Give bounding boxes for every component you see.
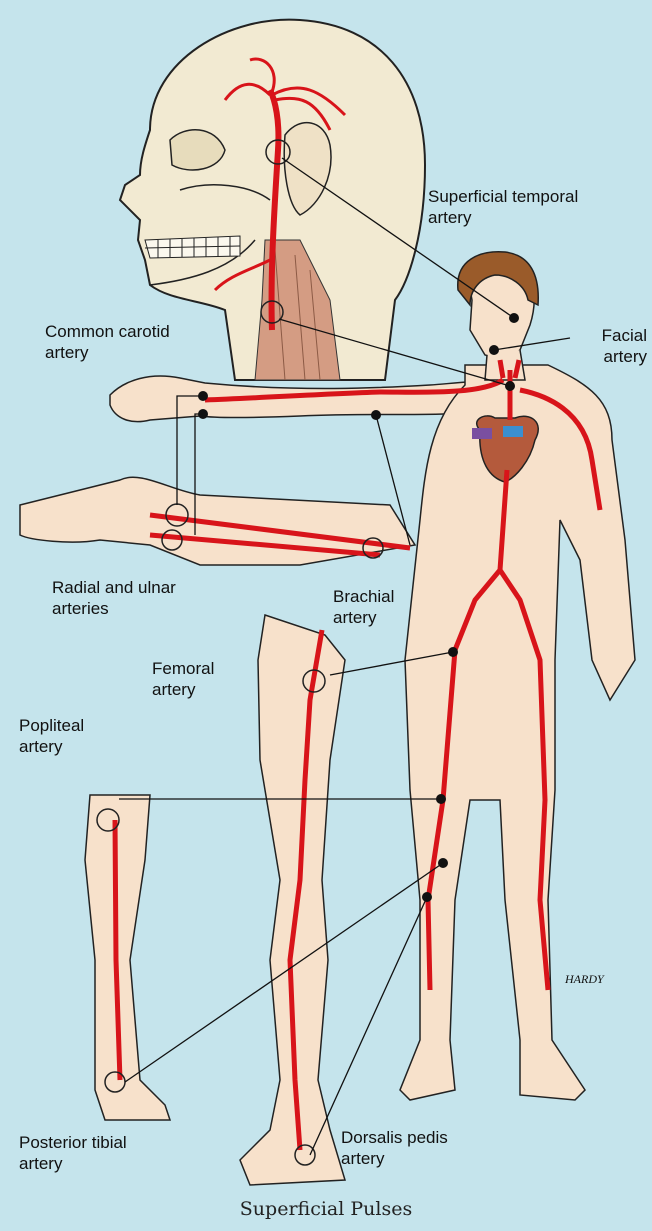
label-line: Radial and ulnar [52, 577, 176, 598]
label-line: Brachial [333, 586, 394, 607]
label-dorsalis-pedis-artery: Dorsalis pedis artery [341, 1127, 448, 1169]
label-line: Femoral [152, 658, 214, 679]
lower-leg-illustration [85, 795, 170, 1120]
label-line: Superficial temporal [428, 186, 578, 207]
label-popliteal-artery: Popliteal artery [19, 715, 84, 757]
label-brachial-artery: Brachial artery [333, 586, 394, 628]
label-posterior-tibial-artery: Posterior tibial artery [19, 1132, 127, 1174]
label-line: artery [45, 342, 170, 363]
label-line: Facial [565, 325, 647, 346]
label-femoral-artery: Femoral artery [152, 658, 214, 700]
label-common-carotid-artery: Common carotid artery [45, 321, 170, 363]
label-line: Common carotid [45, 321, 170, 342]
label-line: artery [428, 207, 578, 228]
forearm-illustration [20, 477, 415, 565]
label-line: Posterior tibial [19, 1132, 127, 1153]
label-radial-ulnar-arteries: Radial and ulnar arteries [52, 577, 176, 619]
label-line: artery [19, 1153, 127, 1174]
figure-caption: Superficial Pulses [0, 1198, 652, 1220]
label-line: artery [19, 736, 84, 757]
label-line: Popliteal [19, 715, 84, 736]
label-line: Dorsalis pedis [341, 1127, 448, 1148]
label-superficial-temporal-artery: Superficial temporal artery [428, 186, 578, 228]
label-line: artery [152, 679, 214, 700]
label-line: artery [565, 346, 647, 367]
label-line: artery [341, 1148, 448, 1169]
leg-illustration [240, 615, 345, 1185]
label-line: artery [333, 607, 394, 628]
label-line: arteries [52, 598, 176, 619]
artist-signature: HARDY [565, 972, 604, 987]
label-facial-artery: Facial artery [565, 325, 647, 367]
